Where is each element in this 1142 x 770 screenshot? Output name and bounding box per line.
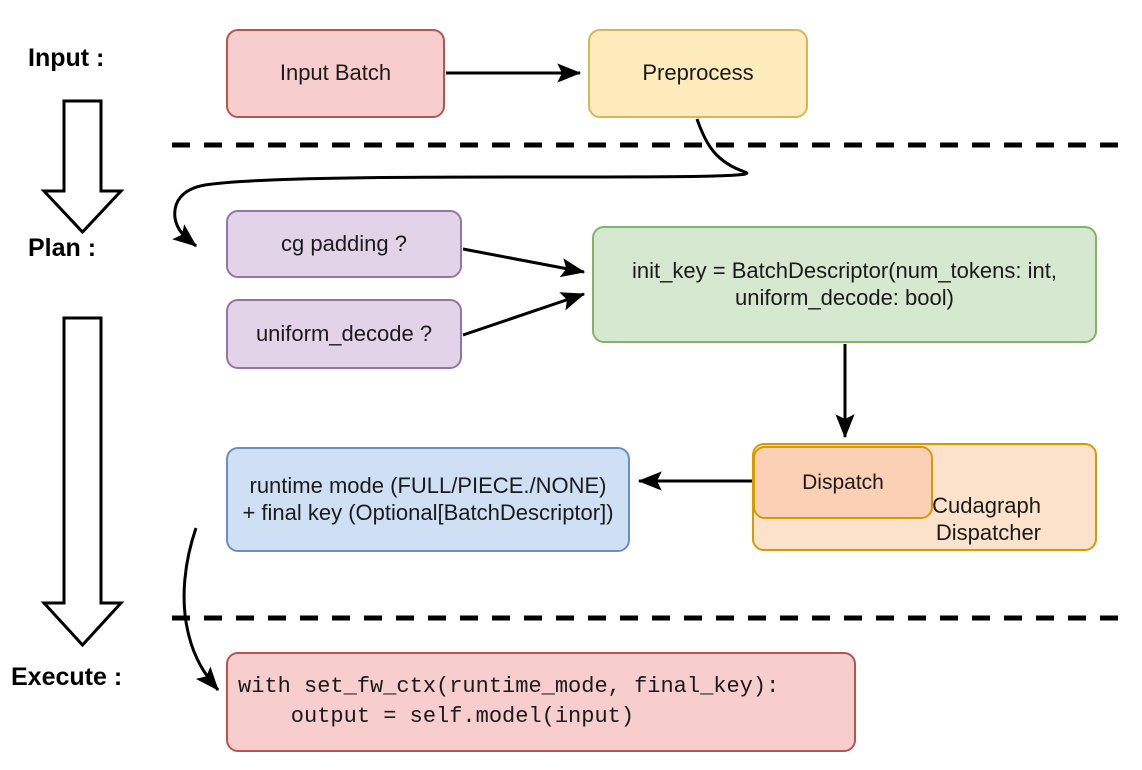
node-init-key[interactable]: init_key = BatchDescriptor(num_tokens: i…	[592, 226, 1097, 343]
node-preprocess[interactable]: Preprocess	[588, 29, 808, 118]
node-input-batch-label: Input Batch	[279, 60, 392, 86]
node-uniform-decode[interactable]: uniform_decode ?	[226, 299, 462, 369]
arrow-uniform-decode-to-init-key	[462, 292, 586, 337]
arrow-runtime-mode-to-execute-code	[182, 527, 220, 691]
node-cg-padding-label: cg padding ?	[281, 230, 407, 256]
node-init-key-line2: uniform_decode: bool)	[735, 284, 954, 310]
node-cudagraph-dispatcher-line1: Cudagraph	[932, 493, 1041, 519]
node-runtime-mode-line2: + final key (Optional[BatchDescriptor])	[242, 499, 614, 525]
node-runtime-mode-line1: runtime mode (FULL/PIECE./NONE)	[249, 472, 607, 498]
node-uniform-decode-label: uniform_decode ?	[255, 320, 433, 346]
node-execute-code-line1: with set_fw_ctx(runtime_mode, final_key)…	[238, 674, 780, 700]
node-init-key-line1: init_key = BatchDescriptor(num_tokens: i…	[632, 257, 1057, 283]
node-preprocess-label: Preprocess	[642, 60, 754, 86]
node-input-batch[interactable]: Input Batch	[226, 29, 445, 118]
stage-label-input: Input :	[28, 44, 105, 72]
node-execute-code-line2: output = self.model(input)	[238, 704, 635, 729]
stage-arrow-plan-to-execute	[40, 316, 125, 648]
stage-arrow-input-to-plan	[40, 99, 125, 235]
arrow-cg-padding-to-init-key	[462, 247, 586, 278]
node-dispatch[interactable]: Dispatch	[753, 446, 933, 519]
node-cudagraph-dispatcher-line2: Dispatcher	[935, 520, 1041, 546]
stage-label-execute: Execute :	[11, 663, 123, 691]
node-dispatch-label: Dispatch	[802, 470, 884, 494]
stage-label-plan: Plan :	[28, 234, 97, 262]
node-execute-code[interactable]: with set_fw_ctx(runtime_mode, final_key)…	[226, 652, 856, 752]
node-runtime-mode[interactable]: runtime mode (FULL/PIECE./NONE) + final …	[226, 447, 630, 552]
node-cg-padding[interactable]: cg padding ?	[226, 210, 462, 278]
